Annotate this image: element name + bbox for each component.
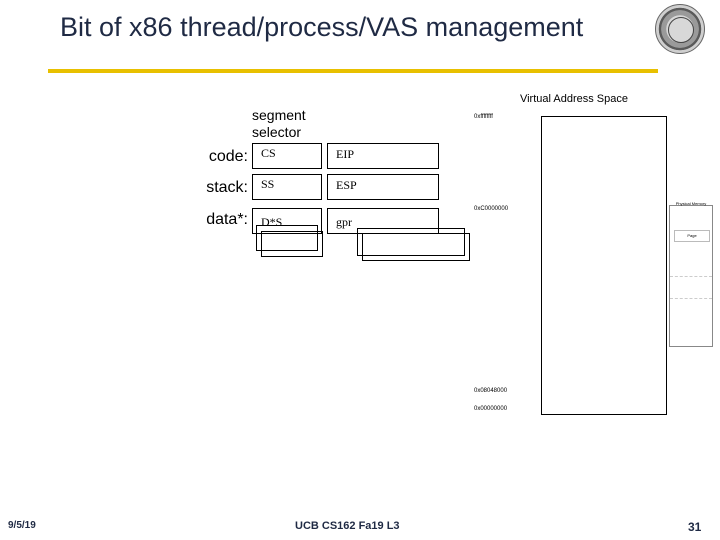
physical-memory-divider [670,276,712,277]
physical-memory-title: Physical Memory [675,201,707,206]
title-underline [48,69,658,73]
cs-selector-text: CS [261,146,276,160]
cs-selector-box: CS [252,143,322,169]
address-kernel-base: 0xC0000000 [474,206,509,212]
footer-date: 9/5/19 [8,520,36,531]
row-label-code: code: [208,148,248,165]
address-zero: 0x00000000 [474,406,508,412]
university-seal-icon [655,4,705,54]
gpr-register-stack-1 [357,228,465,256]
segment-selector-label: segment selector [252,107,306,140]
gpr-register-stack-2 [362,233,470,261]
row-label-data: data*: [206,211,248,228]
address-top: 0xffffffff [474,114,493,120]
address-text-start: 0x08048000 [474,388,508,394]
eip-register-box: EIP [327,143,439,169]
ss-selector-box: SS [252,174,322,200]
ds-selector-stack-2 [261,231,323,257]
gpr-register-text: gpr [336,215,352,229]
ss-selector-text: SS [261,177,275,191]
physical-memory-box: Physical Memory Page [669,201,713,347]
physical-memory-divider [670,298,712,299]
virtual-address-space-box [541,116,667,415]
ds-selector-stack-1 [256,225,318,251]
row-label-stack: stack: [206,179,248,196]
eip-register-text: EIP [336,147,354,161]
slide-title: Bit of x86 thread/process/VAS management [60,12,584,42]
esp-register-box: ESP [327,174,439,200]
esp-register-text: ESP [336,178,357,192]
virtual-address-space-label: Virtual Address Space [519,93,628,105]
footer-course: UCB CS162 Fa19 L3 [295,520,400,532]
physical-memory-page: Page [674,230,710,242]
footer-page-number: 31 [688,520,702,534]
